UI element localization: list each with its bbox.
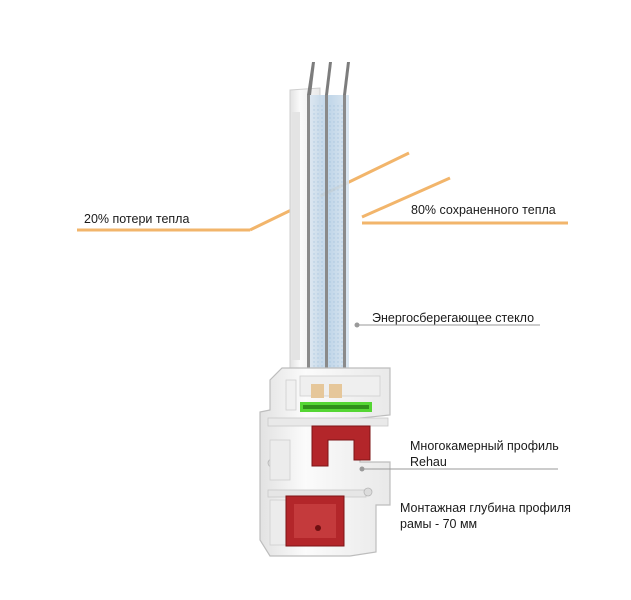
- heat-loss-label: 20% потери тепла: [84, 212, 190, 226]
- glass-spacers: [311, 384, 342, 398]
- steel-reinforcement-sash: [311, 425, 371, 467]
- profile-label-line1: Многокамерный профиль: [410, 439, 559, 453]
- steel-reinforcement-frame: [285, 495, 345, 547]
- profile-label: Многокамерный профиль Rehau: [410, 438, 559, 470]
- heat-saved-ray: [361, 176, 568, 225]
- depth-label-line2: рамы - 70 мм: [400, 517, 478, 531]
- depth-label-line1: Монтажная глубина профиля: [400, 501, 571, 515]
- glass-label: Энергосберегающее стекло: [372, 311, 535, 325]
- profile-label-line2: Rehau: [410, 455, 447, 469]
- glass-unit: [307, 62, 350, 377]
- heat-saved-label: 80% сохраненного тепла: [411, 203, 556, 217]
- green-seal: [300, 402, 372, 412]
- depth-label: Монтажная глубина профиля рамы - 70 мм: [400, 500, 571, 532]
- leader-lines: [354, 322, 558, 472]
